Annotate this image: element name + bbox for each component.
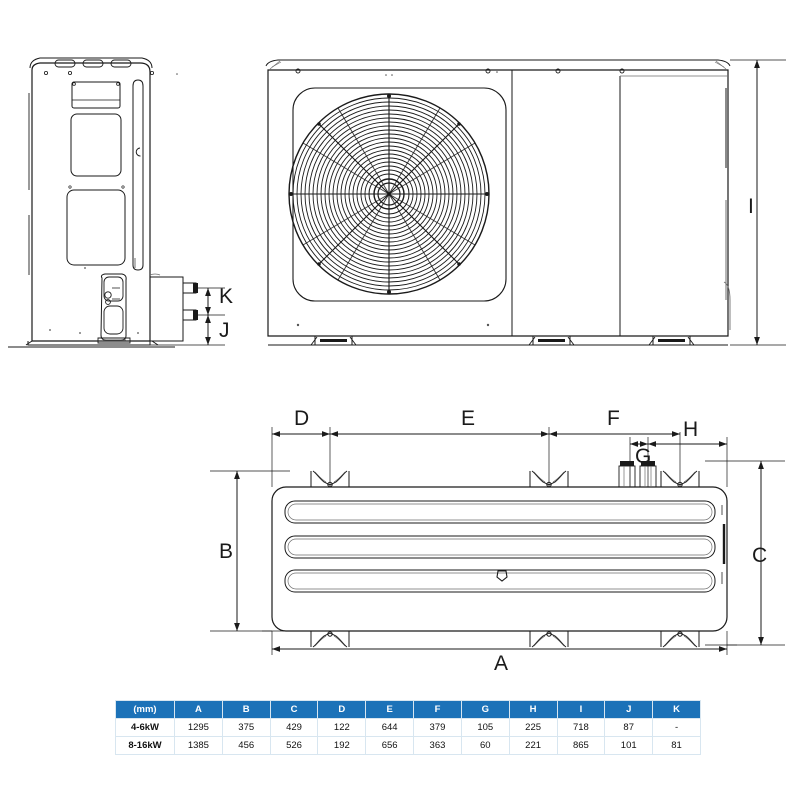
table-header-K: K: [653, 701, 700, 718]
row-label-4-6kw: 4-6kW: [116, 719, 174, 736]
table-row: 4-6kW 1295 375 429 122 644 379 105 225 7…: [116, 719, 700, 736]
cell-8-16kw-G: 60: [461, 737, 509, 754]
table-header-G: G: [461, 701, 509, 718]
row-label-8-16kw: 8-16kW: [116, 737, 174, 754]
dimension-label-D: D: [294, 407, 309, 430]
front-view: I: [265, 59, 786, 346]
cell-4-6kw-K: -: [653, 719, 700, 736]
dimension-label-I: I: [748, 195, 754, 218]
table-header-D: D: [318, 701, 366, 718]
front-view-foot-right: [648, 336, 695, 346]
table-header-A: A: [175, 701, 222, 718]
table-header-H: H: [509, 701, 557, 718]
cell-8-16kw-C: 526: [270, 737, 318, 754]
dimension-label-C: C: [752, 544, 767, 567]
dimension-spec-table-wrapper: (mm) A B C D E F G H I J K 4-6kW 1295: [115, 700, 701, 755]
cell-8-16kw-I: 865: [557, 737, 605, 754]
front-view-foot-middle: [528, 336, 575, 346]
cell-4-6kw-E: 644: [366, 719, 414, 736]
front-view-foot-left: [310, 336, 357, 346]
dimension-label-A: A: [494, 652, 508, 675]
dimension-label-E: E: [461, 407, 475, 430]
dimension-label-H: H: [683, 418, 698, 441]
cell-8-16kw-A: 1385: [175, 737, 222, 754]
cell-8-16kw-K: 81: [653, 737, 700, 754]
dimension-label-K: K: [219, 285, 233, 308]
top-view-foot-bottom-middle: [529, 630, 569, 648]
table-header-C: C: [270, 701, 318, 718]
top-view-foot-bottom-left: [310, 630, 350, 648]
cell-4-6kw-G: 105: [461, 719, 509, 736]
cell-8-16kw-J: 101: [605, 737, 653, 754]
side-view: K J: [8, 57, 233, 348]
top-view: D E F G H B C: [210, 407, 785, 675]
table-row: 8-16kW 1385 456 526 192 656 363 60 221 8…: [116, 737, 700, 754]
cell-4-6kw-B: 375: [222, 719, 270, 736]
cell-8-16kw-F: 363: [414, 737, 461, 754]
dimension-label-B: B: [219, 540, 233, 563]
cell-4-6kw-C: 429: [270, 719, 318, 736]
dimension-label-G: G: [635, 445, 651, 468]
table-header-unit: (mm): [116, 701, 174, 718]
cell-4-6kw-F: 379: [414, 719, 461, 736]
cell-4-6kw-D: 122: [318, 719, 366, 736]
cell-8-16kw-B: 456: [222, 737, 270, 754]
dimension-spec-table: (mm) A B C D E F G H I J K 4-6kW 1295: [115, 700, 701, 755]
cell-8-16kw-H: 221: [509, 737, 557, 754]
dimension-label-J: J: [219, 319, 230, 342]
top-view-foot-bottom-right: [660, 630, 700, 648]
cell-4-6kw-I: 718: [557, 719, 605, 736]
dimension-label-F: F: [607, 407, 620, 430]
cell-8-16kw-D: 192: [318, 737, 366, 754]
table-header-row: (mm) A B C D E F G H I J K: [116, 701, 700, 718]
fan-spokes: [289, 94, 489, 294]
cell-4-6kw-A: 1295: [175, 719, 222, 736]
cell-4-6kw-H: 225: [509, 719, 557, 736]
table-header-J: J: [605, 701, 653, 718]
cell-8-16kw-E: 656: [366, 737, 414, 754]
table-header-B: B: [222, 701, 270, 718]
cell-4-6kw-J: 87: [605, 719, 653, 736]
table-header-I: I: [557, 701, 605, 718]
table-header-E: E: [366, 701, 414, 718]
table-header-F: F: [414, 701, 461, 718]
